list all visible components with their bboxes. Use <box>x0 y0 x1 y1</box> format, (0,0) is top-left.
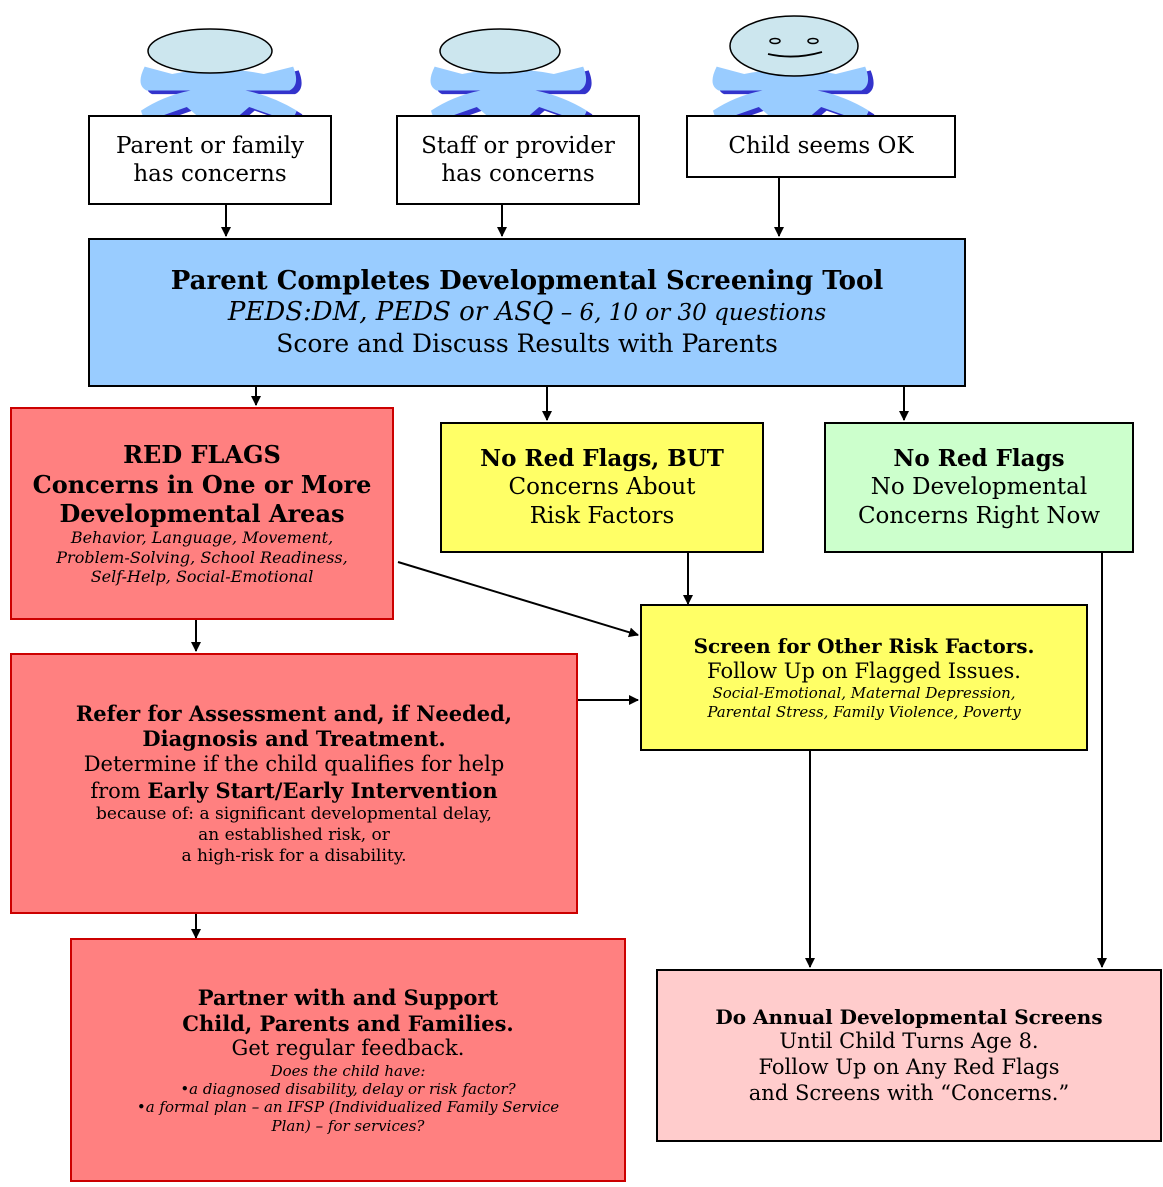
annual-line-3: Follow Up on Any Red Flags <box>758 1054 1060 1079</box>
refer-title-2: Diagnosis and Treatment. <box>142 726 446 752</box>
head-icon <box>147 28 273 74</box>
person-figure-parent <box>140 28 303 125</box>
partner-support-box: Partner with and Support Child, Parents … <box>70 938 626 1182</box>
red-flags-title: RED FLAGS <box>123 440 281 470</box>
other-risks-line-2: Follow Up on Flagged Issues. <box>707 658 1021 683</box>
refer-assessment-box: Refer for Assessment and, if Needed, Dia… <box>10 653 578 914</box>
partner-title-2: Child, Parents and Families. <box>182 1010 514 1036</box>
risk-concerns-line-2: Concerns About <box>508 474 696 501</box>
child-ok-label: Child seems OK <box>728 133 914 160</box>
no-red-flags-line-3: Concerns Right Now <box>857 502 1101 529</box>
screening-note: Score and Discuss Results with Parents <box>276 328 778 358</box>
screening-questions: – 6, 10 or 30 questions <box>553 300 827 327</box>
staff-concerns-line-1: Staff or provider <box>421 132 615 159</box>
red-flags-areas-2: Problem-Solving, School Readiness, <box>56 547 348 567</box>
red-flags-line-2: Concerns in One or More <box>32 469 372 499</box>
red-flags-line-3: Developmental Areas <box>59 498 345 528</box>
risk-concerns-title: No Red Flags, BUT <box>480 445 724 473</box>
annual-line-4: and Screens with “Concerns.” <box>748 1080 1070 1105</box>
parent-concerns-line-2: has concerns <box>133 161 287 187</box>
no-red-flags-line-2: No Developmental <box>870 474 1088 501</box>
annual-line-2: Until Child Turns Age 8. <box>779 1029 1039 1054</box>
partner-bullet-2a: •a formal plan – an IFSP (Individualized… <box>136 1098 560 1117</box>
staff-concerns-box: Staff or provider has concerns <box>396 115 640 205</box>
parent-concerns-line-1: Parent or family <box>115 132 305 159</box>
early-start-label: Early Start/Early Intervention <box>147 777 498 803</box>
other-risks-detail-1: Social-Emotional, Maternal Depression, <box>712 684 1016 703</box>
screening-tools-line: PEDS:DM, PEDS or ASQ – 6, 10 or 30 quest… <box>228 297 826 329</box>
no-red-flags-box: No Red Flags No Developmental Concerns R… <box>824 422 1134 553</box>
refer-line-7: a high-risk for a disability. <box>181 845 407 866</box>
annual-title: Do Annual Developmental Screens <box>715 1004 1103 1029</box>
smiley-face-icon <box>729 15 859 77</box>
red-flags-areas-1: Behavior, Language, Movement, <box>70 528 334 548</box>
red-flags-areas-3: Self-Help, Social-Emotional <box>90 567 314 587</box>
refer-line-3: Determine if the child qualifies for hel… <box>83 751 505 776</box>
refer-line-4-prefix: from <box>90 778 148 803</box>
person-figure-staff <box>430 28 593 125</box>
partner-title-1: Partner with and Support <box>197 984 499 1010</box>
refer-title-1: Refer for Assessment and, if Needed, <box>75 700 513 726</box>
partner-question: Does the child have: <box>270 1061 426 1080</box>
risk-concerns-line-3: Risk Factors <box>529 502 675 529</box>
arrow-red-flags-to-other-risks <box>397 561 639 638</box>
other-risks-detail-2: Parental Stress, Family Violence, Povert… <box>707 702 1021 721</box>
other-risks-box: Screen for Other Risk Factors. Follow Up… <box>640 604 1088 751</box>
refer-line-4: from Early Start/Early Intervention <box>90 778 497 805</box>
refer-line-6: an established risk, or <box>198 824 390 845</box>
screening-title: Parent Completes Developmental Screening… <box>170 265 884 296</box>
refer-line-5: because of: a significant developmental … <box>96 804 492 825</box>
child-ok-box: Child seems OK <box>686 115 956 178</box>
person-figure-child <box>712 15 875 125</box>
risk-concerns-box: No Red Flags, BUT Concerns About Risk Fa… <box>440 422 764 553</box>
partner-bullet-1: •a diagnosed disability, delay or risk f… <box>180 1080 516 1099</box>
other-risks-title: Screen for Other Risk Factors. <box>693 634 1035 659</box>
no-red-flags-title: No Red Flags <box>893 445 1065 473</box>
red-flags-box: RED FLAGS Concerns in One or More Develo… <box>10 407 394 620</box>
screening-tool-box: Parent Completes Developmental Screening… <box>88 238 966 387</box>
annual-screens-box: Do Annual Developmental Screens Until Ch… <box>656 969 1162 1142</box>
partner-bullet-2b: Plan) – for services? <box>271 1116 425 1135</box>
screening-tools: PEDS:DM, PEDS or ASQ <box>227 297 554 328</box>
partner-line-3: Get regular feedback. <box>231 1036 465 1061</box>
parent-concerns-box: Parent or family has concerns <box>88 115 332 205</box>
staff-concerns-line-2: has concerns <box>441 161 595 187</box>
head-icon <box>439 28 561 74</box>
